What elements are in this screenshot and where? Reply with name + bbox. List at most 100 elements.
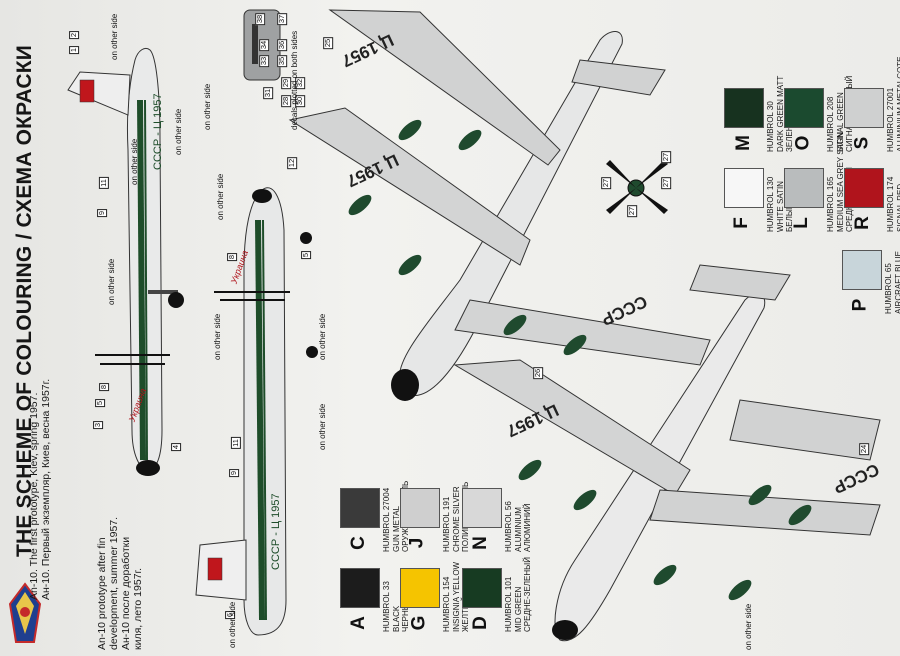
paint-swatch-c <box>340 488 380 528</box>
paint-swatch-r <box>844 168 884 208</box>
note-other-side-3: on other side <box>107 258 116 305</box>
paint-letter-m: M <box>732 135 754 151</box>
paint-name-1: HUMBROL 33 <box>382 581 391 632</box>
callout-11b: 11 <box>230 437 241 449</box>
paint-letter-g: G <box>408 615 430 631</box>
callout-35: 35 <box>277 54 288 68</box>
paint-letter-a: A <box>347 616 369 630</box>
paint-name-2: CHROME SILVER <box>451 486 461 552</box>
callout-3: 3 <box>93 420 104 430</box>
paint-letter-l: L <box>790 217 812 229</box>
registration-side-2: СССР - Ц 1957 <box>270 493 282 570</box>
paint-swatch-l <box>784 168 824 208</box>
paint-name-3: АЛЮМИНИЙ <box>523 503 532 552</box>
note-other-side-8: on other side <box>318 403 327 450</box>
paint-name-2: INSIGNIA YELLOW <box>451 561 461 632</box>
callout-8: 8 <box>99 382 110 392</box>
paint-letter-p: P <box>849 298 871 312</box>
paint-name-1: HUMBROL 27001 <box>886 87 895 152</box>
paint-name-1: HUMBROL 130 <box>766 176 775 232</box>
paint-letter-n: N <box>469 536 491 550</box>
brand-logo <box>8 582 42 643</box>
note-other-side-10: on other side <box>228 601 237 648</box>
callout-4: 4 <box>171 442 182 452</box>
note-other-side-7: on other side <box>213 313 222 360</box>
note-other-side-9: on other side <box>318 313 327 360</box>
note-other-side-4: on other side <box>174 108 183 155</box>
callout-9: 9 <box>97 208 108 218</box>
paint-swatch-d <box>462 568 502 608</box>
callout-5b: 5 <box>301 250 312 260</box>
paint-name-1: HUMBROL 191 <box>442 496 451 552</box>
paint-name-1: HUMBROL 154 <box>442 576 451 632</box>
paint-name-1: HUMBROL 208 <box>826 96 835 152</box>
callout-33: 33 <box>259 54 270 68</box>
note-other-side-2: on other side <box>130 138 139 185</box>
paint-letter-f: F <box>730 217 752 229</box>
callout-5: 5 <box>95 398 106 408</box>
callout-27d: 27 <box>627 204 638 218</box>
callout-37: 37 <box>277 12 288 26</box>
paint-swatch-j <box>400 488 440 528</box>
callout-24: 24 <box>859 442 870 456</box>
paint-name-3: СРЕДНЕ-ЗЕЛЕНЫЙ <box>523 556 532 632</box>
propeller-detail <box>606 160 668 214</box>
paint-name-1: HUMBROL 56 <box>504 501 513 552</box>
paint-letter-o: O <box>792 135 814 151</box>
callout-25: 25 <box>323 36 334 50</box>
note-other-side-5: on other side <box>203 83 212 130</box>
callout-1: 1 <box>69 45 80 55</box>
paint-letter-r: R <box>851 216 873 230</box>
paint-name-2: MID GREEN <box>513 586 523 632</box>
top-view-lower <box>453 264 881 642</box>
paint-letter-s: S <box>851 136 873 150</box>
paint-name-2: ALUMINIUM METALCOTE <box>895 56 900 152</box>
note-other-side-11: on other side <box>744 603 753 650</box>
note-decals-both-sides: decals plotted on both sides <box>290 30 299 130</box>
callout-34: 34 <box>259 38 270 52</box>
callout-12: 12 <box>287 156 298 170</box>
paint-swatch-p <box>842 250 882 290</box>
registration-side-1: СССР - Ц 1957 <box>152 93 164 170</box>
paint-swatch-n <box>462 488 502 528</box>
note-other-side-1: on other side <box>110 13 119 60</box>
paint-name-1: HUMBROL 174 <box>886 176 895 232</box>
paint-swatch-a <box>340 568 380 608</box>
callout-36: 36 <box>277 38 288 52</box>
paint-swatch-g <box>400 568 440 608</box>
paint-name-1: HUMBROL 101 <box>504 576 513 632</box>
paint-letter-d: D <box>469 616 491 630</box>
callout-2: 2 <box>69 30 80 40</box>
callout-27a: 27 <box>601 176 612 190</box>
callout-38: 38 <box>255 12 266 26</box>
paint-name-1: HUMBROL 27004 <box>382 487 391 552</box>
paint-swatch-o <box>784 88 824 128</box>
note-other-side-6: on other side <box>216 173 225 220</box>
top-view-upper <box>288 9 711 401</box>
paint-name-2: ALUMINIUM <box>513 507 523 552</box>
side-profile-first <box>67 47 184 476</box>
callout-9b: 9 <box>229 468 240 478</box>
paint-name-2: SIGNAL RED <box>895 183 900 232</box>
side-profile-second <box>195 187 318 636</box>
paint-swatch-f <box>724 168 764 208</box>
callout-31: 31 <box>263 86 274 100</box>
callout-27c: 27 <box>661 176 672 190</box>
callout-8b: 8 <box>227 252 238 262</box>
paint-letter-j: J <box>406 537 428 549</box>
paint-swatch-m <box>724 88 764 128</box>
paint-name-1: HUMBROL 30 <box>766 101 775 152</box>
paint-name-1: HUMBROL 65 <box>884 263 893 314</box>
callout-26: 26 <box>533 366 544 380</box>
paint-letter-c: C <box>347 536 369 550</box>
callout-27b: 27 <box>661 150 672 164</box>
paint-swatch-s <box>844 88 884 128</box>
callout-11: 11 <box>98 177 109 189</box>
